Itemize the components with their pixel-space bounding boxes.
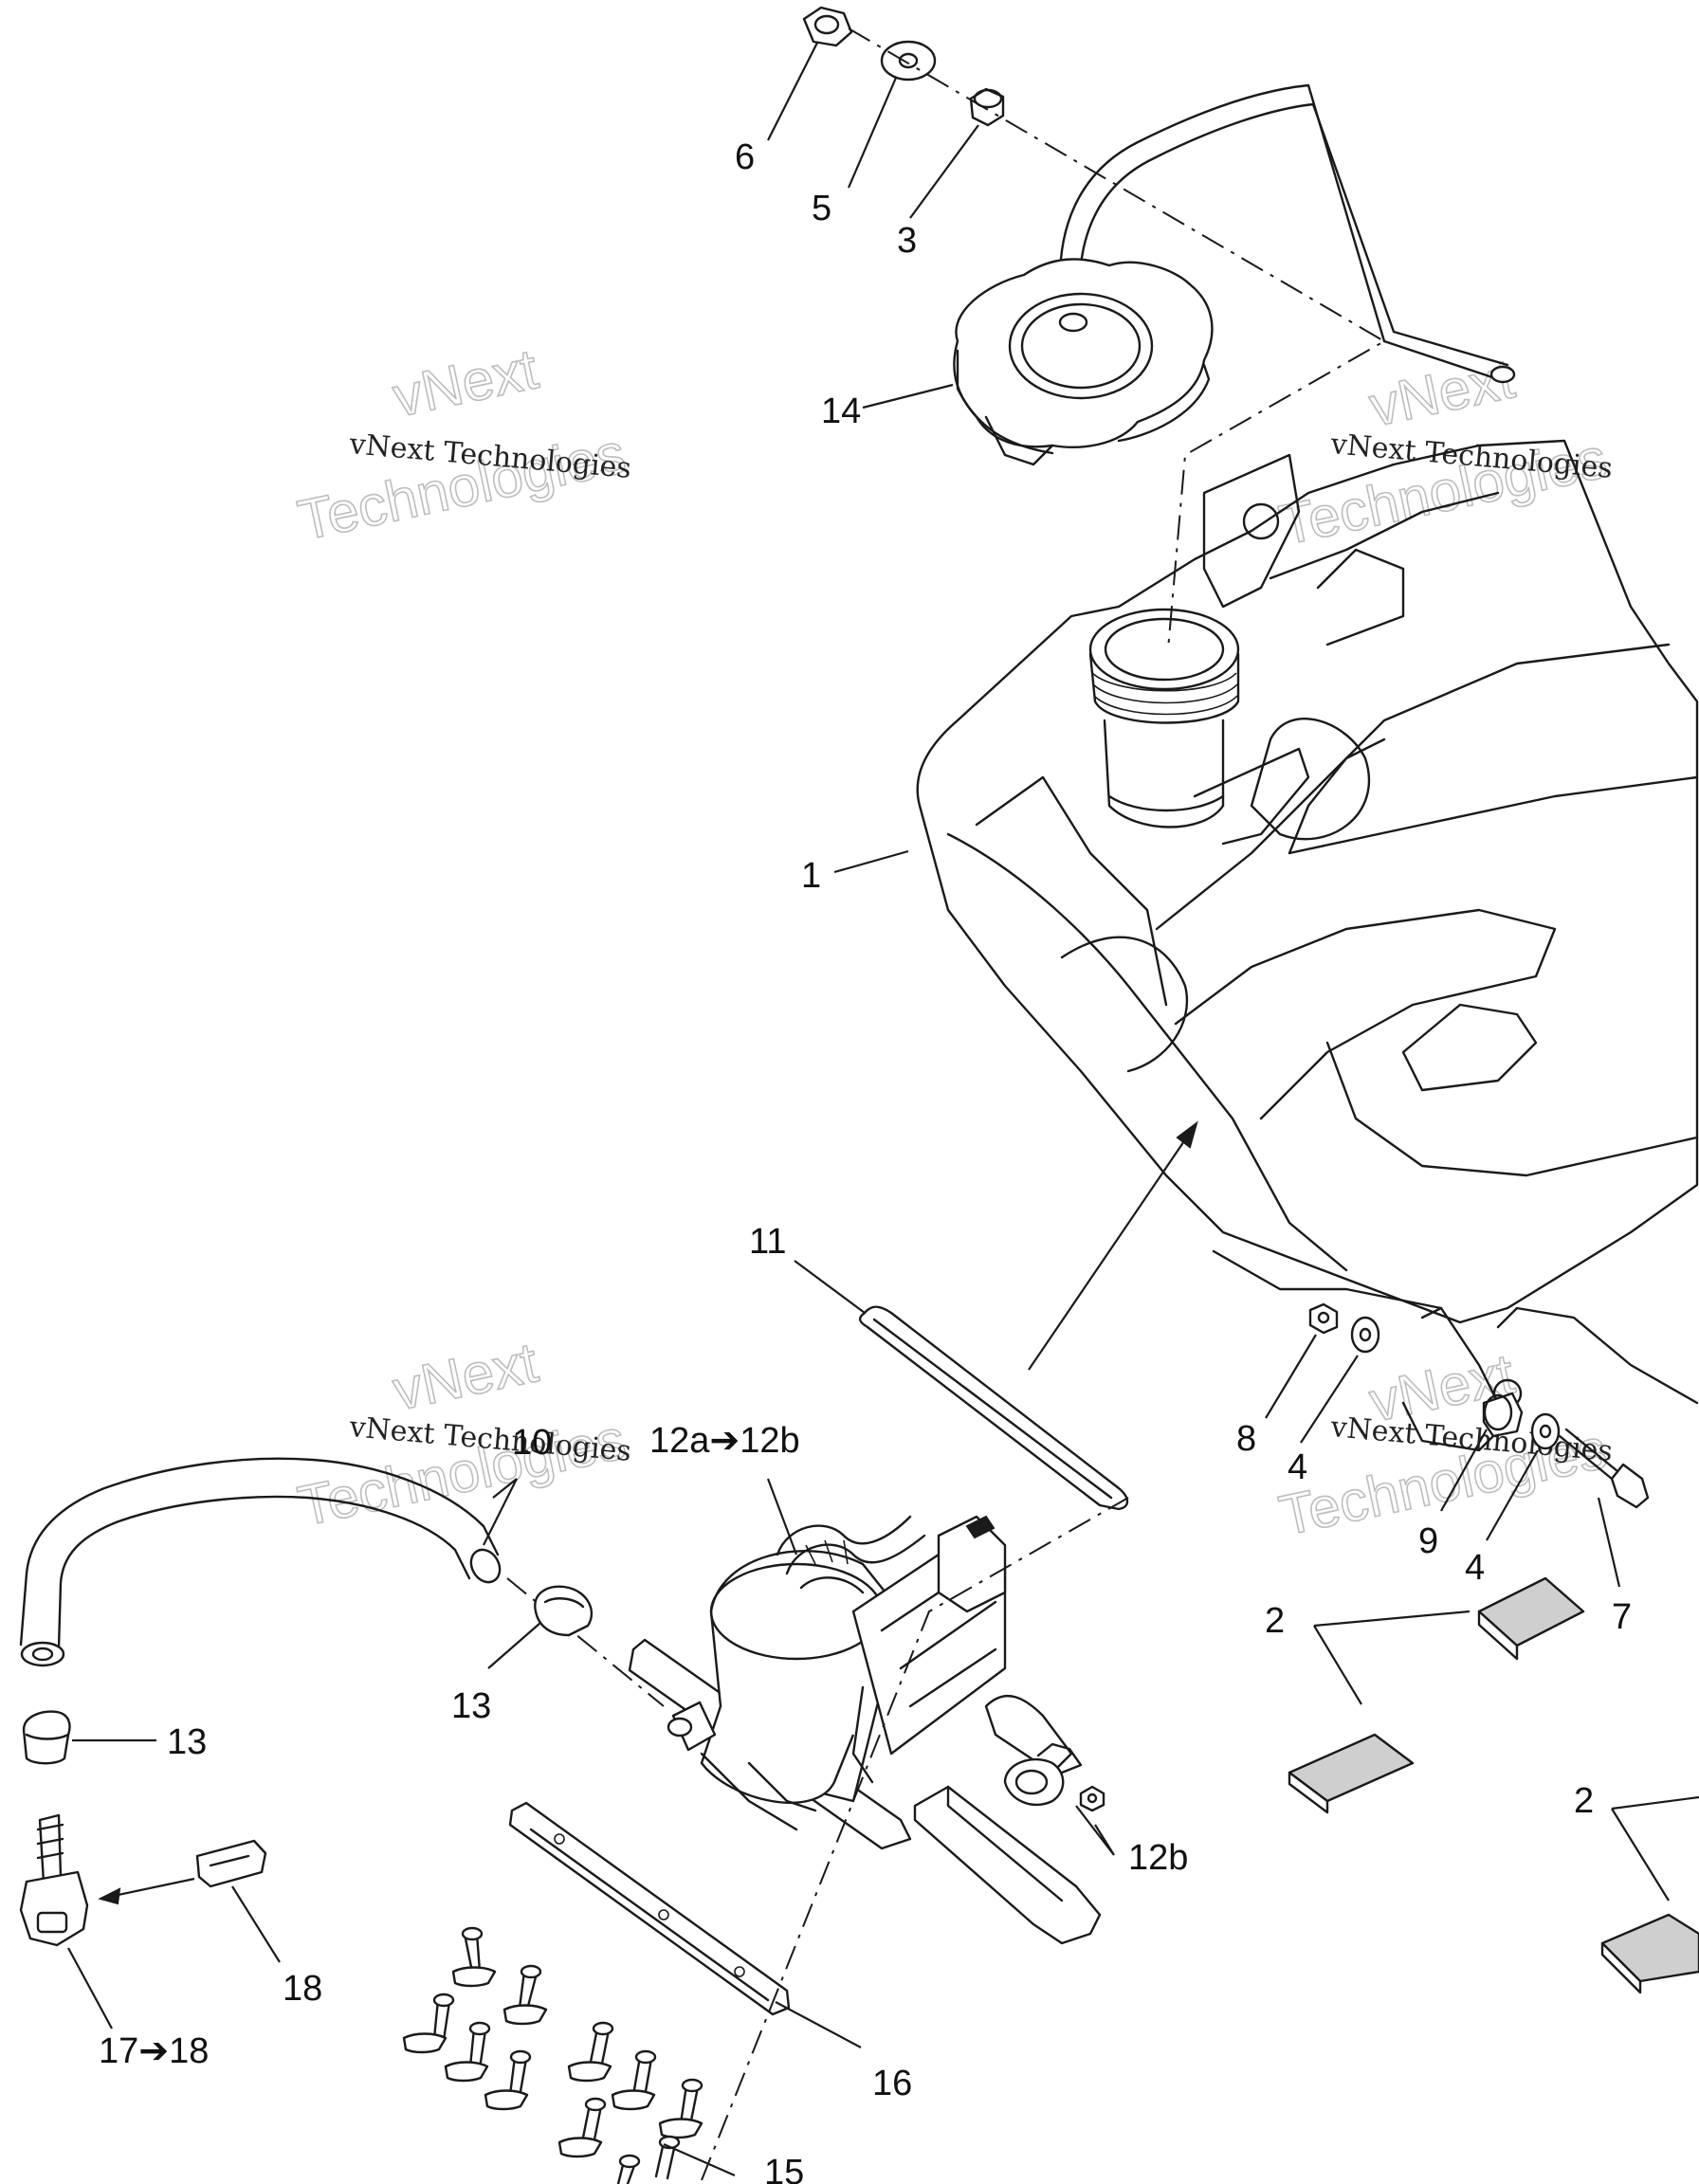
callout-13-lower: 13 bbox=[167, 1722, 207, 1762]
callout-4-upper: 4 bbox=[1288, 1447, 1307, 1487]
fuel-cap bbox=[953, 258, 1214, 466]
callout-8: 8 bbox=[1236, 1419, 1256, 1459]
clip-arrow-line bbox=[113, 1877, 195, 1898]
callout-13-upper: 13 bbox=[451, 1686, 491, 1726]
callout-4-lower: 4 bbox=[1465, 1548, 1485, 1588]
pad-2-a bbox=[1477, 1576, 1585, 1661]
watermark-top-left: vNext Technologies vNext Technologies bbox=[292, 336, 632, 553]
nut-8 bbox=[1308, 1302, 1339, 1335]
hose-axis bbox=[506, 1577, 665, 1707]
quick-connector-17 bbox=[19, 1813, 89, 1947]
callout-2-a: 2 bbox=[1265, 1601, 1285, 1641]
nut-12b bbox=[1079, 1785, 1105, 1812]
vent-hose bbox=[1058, 83, 1516, 384]
install-arrow-head bbox=[1176, 1120, 1198, 1149]
screws-15 bbox=[402, 1926, 703, 2184]
callout-6: 6 bbox=[735, 137, 755, 177]
washer-4-upper bbox=[1350, 1316, 1380, 1354]
watermark-mid-left: vNext Technologies vNext Technologies bbox=[292, 1329, 632, 1538]
callout-2-b: 2 bbox=[1574, 1781, 1594, 1821]
bolt-7 bbox=[1558, 1428, 1650, 1509]
clip-18 bbox=[195, 1839, 267, 1888]
spacer-9 bbox=[1482, 1392, 1524, 1438]
clip-arrow-head bbox=[98, 1887, 121, 1905]
clamp-13-lower bbox=[22, 1710, 71, 1765]
fuel-pump-module bbox=[628, 1515, 1073, 1850]
flange-plate-16 bbox=[508, 1801, 791, 2016]
callout-3: 3 bbox=[897, 221, 917, 261]
assembly-axis-pump bbox=[701, 1497, 1129, 2181]
callout-1: 1 bbox=[801, 856, 821, 896]
fuel-tank bbox=[916, 439, 1699, 1452]
svg-text:vNext: vNext bbox=[388, 337, 543, 428]
assembly-axis-top bbox=[848, 27, 1386, 650]
callout-14: 14 bbox=[821, 391, 861, 431]
washer-5 bbox=[880, 40, 937, 82]
leader-lines bbox=[67, 42, 1699, 2177]
clamp-13-upper bbox=[534, 1585, 594, 1637]
nut-6 bbox=[802, 6, 853, 47]
svg-text:vNext: vNext bbox=[388, 1330, 543, 1422]
pad-2-c bbox=[1600, 1913, 1699, 1994]
callout-11: 11 bbox=[749, 1222, 786, 1262]
callout-12a-12b: 12a➔12b bbox=[649, 1421, 800, 1461]
clamp-12b bbox=[1003, 1742, 1083, 1807]
callout-16: 16 bbox=[872, 2064, 912, 2103]
callout-7: 7 bbox=[1612, 1597, 1632, 1637]
install-arrow-line bbox=[1028, 1132, 1191, 1371]
callout-17-18: 17➔18 bbox=[99, 2031, 209, 2071]
watermark-top-right: vNext Technologies vNext Technologies bbox=[1273, 345, 1614, 557]
spacer-3 bbox=[969, 87, 1005, 127]
callout-15: 15 bbox=[764, 2153, 804, 2184]
callout-18: 18 bbox=[283, 1969, 322, 2009]
callout-5: 5 bbox=[812, 189, 831, 228]
callout-10: 10 bbox=[512, 1423, 552, 1463]
pad-2-b bbox=[1288, 1733, 1415, 1814]
fuel-hose-10 bbox=[19, 1457, 502, 1667]
callout-9: 9 bbox=[1418, 1521, 1438, 1561]
gasket-11 bbox=[858, 1305, 1129, 1511]
callout-12b: 12b bbox=[1128, 1838, 1188, 1878]
washer-4-lower bbox=[1530, 1412, 1561, 1450]
float-arm-12b bbox=[913, 1785, 1102, 1945]
